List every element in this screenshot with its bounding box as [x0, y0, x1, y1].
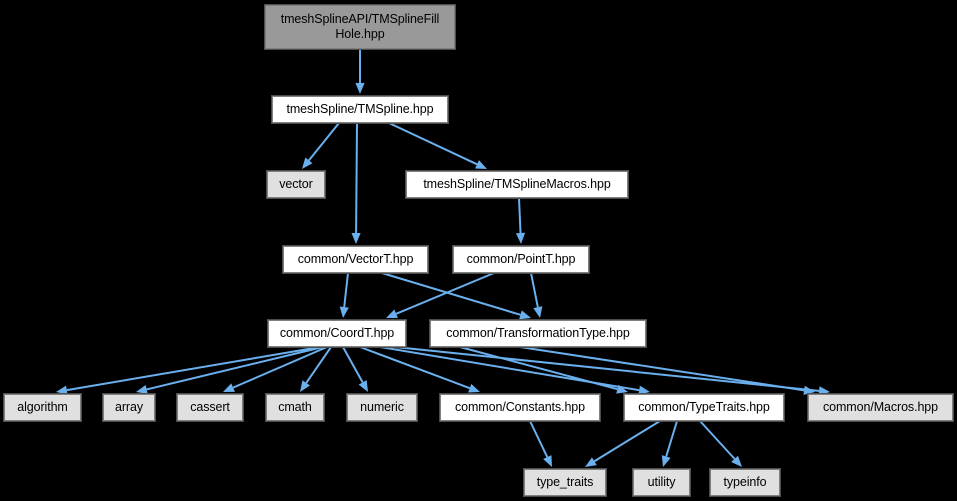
edge-tmmacros-to-pointt	[515, 197, 526, 244]
graph-node-constants[interactable]: common/Constants.hpp	[439, 393, 601, 422]
graph-node-typeinfo[interactable]: typeinfo	[709, 468, 781, 497]
edge-pointt-to-coordt	[386, 272, 495, 319]
graph-node-numeric[interactable]: numeric	[346, 393, 418, 422]
edge-root-to-tmspline	[355, 49, 365, 94]
edge-vectort-to-coordt	[339, 272, 349, 318]
edge-coordt-to-array	[136, 346, 324, 394]
edge-coordt-to-macros	[394, 346, 830, 396]
graph-node-type_traits[interactable]: type_traits	[523, 468, 607, 497]
edge-coordt-to-cassert	[223, 346, 328, 392]
edge-coordt-to-typetraits	[379, 346, 650, 395]
edge-tmspline-to-tmmacros	[388, 122, 487, 169]
graph-node-tmmacros[interactable]: tmeshSpline/TMSplineMacros.hpp	[405, 170, 629, 199]
graph-node-utility[interactable]: utility	[632, 468, 691, 497]
graph-node-root[interactable]: tmeshSplineAPI/TMSplineFill Hole.hpp	[264, 4, 456, 50]
edge-coordt-to-numeric	[342, 346, 368, 392]
graph-node-macros[interactable]: common/Macros.hpp	[807, 393, 954, 422]
edge-transform-to-macros	[519, 346, 815, 395]
edge-tmspline-to-vector	[302, 122, 340, 169]
graph-node-pointt[interactable]: common/PointT.hpp	[452, 245, 590, 274]
edge-coordt-to-algorithm	[56, 346, 321, 395]
graph-node-transform[interactable]: common/TransformationType.hpp	[429, 319, 647, 348]
edge-coordt-to-cmath	[300, 346, 332, 392]
edge-constants-to-type_traits	[529, 420, 552, 467]
graph-node-algorithm[interactable]: algorithm	[3, 393, 82, 422]
edge-coordt-to-constants	[359, 346, 480, 393]
graph-node-vector[interactable]: vector	[266, 170, 326, 199]
edge-tmspline-to-vectort	[351, 122, 361, 244]
edge-typetraits-to-type_traits	[585, 420, 661, 467]
edge-pointt-to-transform	[530, 272, 543, 318]
graph-node-cmath[interactable]: cmath	[265, 393, 325, 422]
graph-node-typetraits[interactable]: common/TypeTraits.hpp	[623, 393, 785, 422]
edge-typetraits-to-utility	[661, 420, 678, 467]
graph-node-array[interactable]: array	[102, 393, 156, 422]
edge-typetraits-to-typeinfo	[699, 420, 742, 467]
graph-node-vectort[interactable]: common/VectorT.hpp	[282, 245, 429, 274]
graph-node-tmspline[interactable]: tmeshSpline/TMSpline.hpp	[271, 95, 449, 124]
graph-node-coordt[interactable]: common/CoordT.hpp	[267, 319, 407, 348]
graph-node-cassert[interactable]: cassert	[176, 393, 244, 422]
edge-vectort-to-transform	[381, 272, 531, 320]
edge-transform-to-typetraits	[459, 346, 628, 394]
